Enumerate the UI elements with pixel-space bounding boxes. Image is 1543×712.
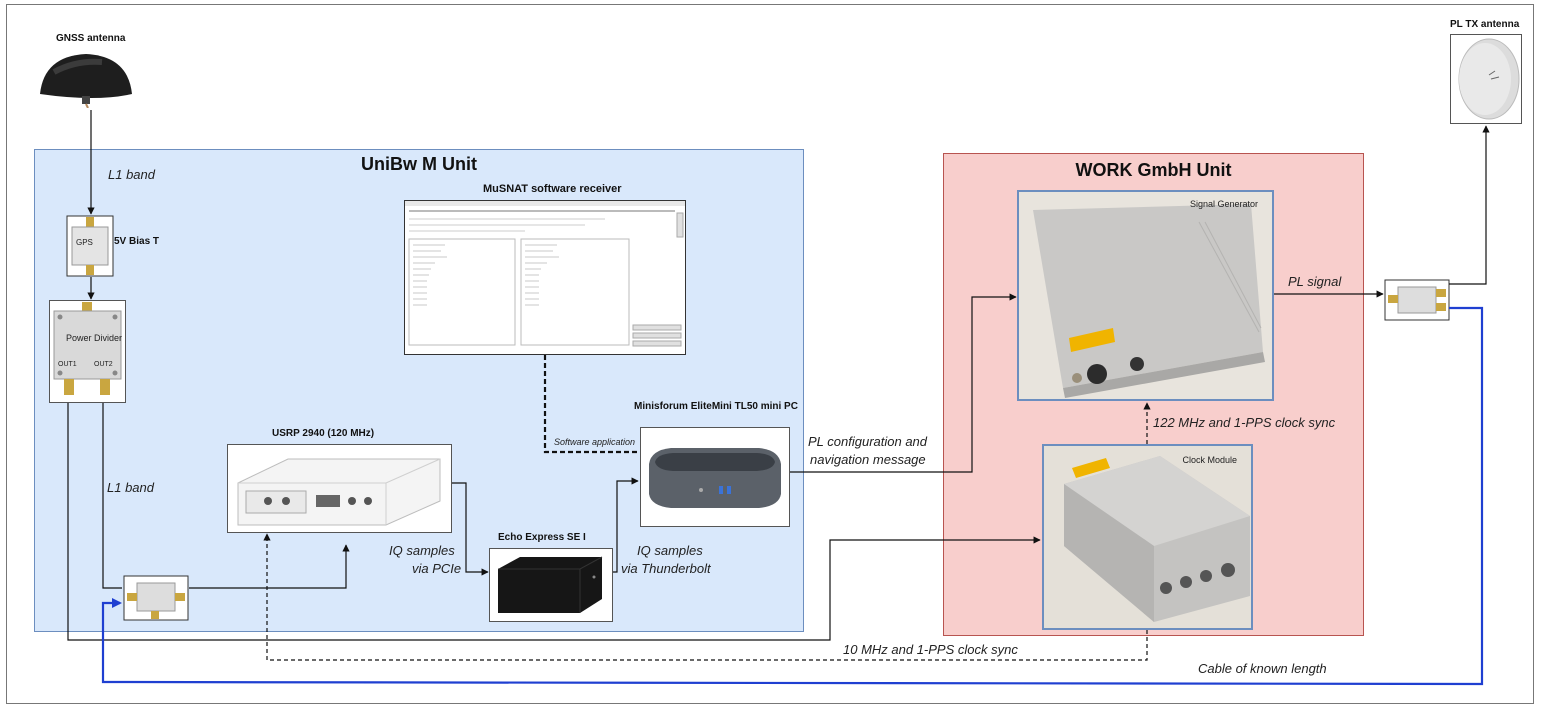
echo-express-image — [489, 548, 613, 622]
work-gmbh-unit-title: WORK GmbH Unit — [1075, 160, 1232, 180]
diagram-frame — [6, 4, 1534, 704]
musnat-label: MuSNAT software receiver — [483, 183, 622, 195]
minipc-label: Minisforum EliteMini TL50 mini PC — [634, 401, 798, 412]
edge-label-software-application: Software application — [554, 437, 636, 447]
edge-label-iq-pcie-line2: via PCIe — [412, 561, 462, 576]
edge-label-l1-band-top: L1 band — [108, 167, 155, 182]
edge-label-clock-10: 10 MHz and 1-PPS clock sync — [843, 642, 1018, 657]
unibw-unit-title: UniBw M Unit — [361, 154, 477, 174]
signal-generator-label: Signal Generator — [1189, 199, 1258, 209]
svg-text:GPS: GPS — [76, 238, 93, 247]
splitter-image — [123, 575, 189, 621]
edge-label-iq-pcie-line1: IQ samples — [389, 543, 455, 558]
edge-label-iq-tb-line1: IQ samples — [637, 543, 703, 558]
signal-generator-photo: Signal Generator — [1017, 190, 1274, 401]
edge-label-clock-122: 122 MHz and 1-PPS clock sync — [1153, 415, 1336, 430]
edge-label-cable-known: Cable of known length — [1198, 661, 1327, 676]
edge-label-pl-config-line2: navigation message — [810, 452, 926, 467]
pl-tx-antenna-image — [1450, 34, 1522, 124]
bias-t-label: 5V Bias T — [114, 236, 160, 247]
power-divider-box: Power Divider OUT1 OUT2 — [49, 300, 126, 403]
gnss-antenna-image — [40, 54, 132, 108]
clock-module-photo: Clock Module — [1042, 444, 1253, 630]
edge-label-pl-signal: PL signal — [1288, 274, 1342, 289]
pl-splitter-image — [1384, 279, 1450, 321]
usrp-image — [227, 444, 452, 533]
clock-module-label: Clock Module — [1182, 455, 1237, 465]
bias-t-image: GPS — [66, 215, 114, 277]
edge-label-pl-config-line1: PL configuration and — [808, 434, 928, 449]
pl-tx-antenna-label: PL TX antenna — [1450, 19, 1520, 30]
gnss-antenna-label: GNSS antenna — [56, 33, 126, 44]
minipc-image — [640, 427, 790, 527]
musnat-screenshot — [404, 200, 686, 355]
power-divider-out2-label: OUT2 — [94, 361, 113, 368]
usrp-label: USRP 2940 (120 MHz) — [272, 428, 375, 439]
power-divider-out1-label: OUT1 — [58, 361, 77, 368]
power-divider-label: Power Divider — [66, 333, 123, 343]
edge-label-iq-tb-line2: via Thunderbolt — [621, 561, 711, 576]
echo-express-label: Echo Express SE I — [498, 532, 586, 543]
edge-label-l1-band-mid: L1 band — [107, 480, 154, 495]
